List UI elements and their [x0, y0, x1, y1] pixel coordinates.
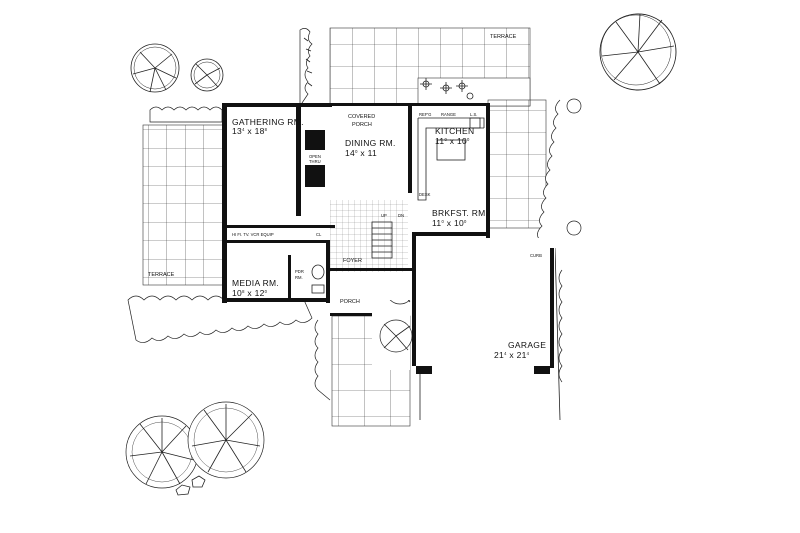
svg-text:HI FI. TV. VCR EQUIP: HI FI. TV. VCR EQUIP: [232, 232, 274, 237]
dining-room-label: DINING RM. 140 x 11: [345, 138, 396, 158]
gathering-room-name: GATHERING RM.: [232, 117, 304, 127]
svg-text:DESK: DESK: [419, 192, 431, 197]
hedge-bottom-left: [127, 295, 331, 401]
gathering-room-size: 134 x 188: [232, 126, 268, 136]
covered-porch-label: COVERED PORCH: [348, 114, 375, 128]
terrace-left-paving: [142, 124, 226, 286]
svg-text:110 x 100: 110 x 100: [432, 218, 467, 228]
svg-text:140 x 11: 140 x 11: [345, 148, 377, 158]
walls: [222, 103, 554, 374]
svg-text:PORCH: PORCH: [340, 299, 360, 305]
svg-text:DINING RM.: DINING RM.: [345, 138, 396, 148]
tree-bottom-left: [125, 415, 199, 489]
powder-room-label: PDR RM.: [295, 269, 304, 280]
tree-top-left-small: [190, 58, 224, 92]
svg-text:RANGE: RANGE: [441, 112, 456, 117]
svg-text:L.S.: L.S.: [470, 112, 477, 117]
terrace-labels: TERRACE TERRACE: [148, 34, 517, 278]
front-walk-paving: [331, 300, 411, 427]
svg-text:TERRACE: TERRACE: [490, 34, 517, 40]
stairs: [371, 221, 393, 259]
foyer-label: FOYER UP DN: [343, 213, 404, 264]
svg-text:214 x 214: 214 x 214: [494, 350, 530, 360]
terrace-top-paving: [329, 27, 531, 107]
hedge-left-top: [149, 106, 223, 123]
svg-text:THRU: THRU: [309, 159, 321, 164]
open-thru-label: OPEN THRU: [309, 154, 321, 164]
svg-text:MEDIA RM.: MEDIA RM.: [232, 278, 279, 288]
rocks: [175, 475, 206, 496]
porch-label: PORCH: [340, 299, 360, 305]
svg-text:PDR: PDR: [295, 269, 304, 274]
tree-top-left-large: [130, 43, 180, 93]
tree-entry-2: [379, 319, 413, 353]
svg-text:KITCHEN: KITCHEN: [435, 126, 474, 136]
garage-label: GARAGE 214 x 214 CURB: [494, 253, 546, 360]
kitchen-label: KITCHEN 110 x 100 REF'G RANGE L.S. DESK: [419, 112, 477, 197]
kitchen-counters: [417, 117, 485, 201]
svg-text:COVERED: COVERED: [348, 114, 375, 120]
foyer-tile: [330, 200, 408, 272]
svg-text:CL: CL: [316, 232, 322, 237]
svg-text:GARAGE: GARAGE: [508, 340, 546, 350]
svg-text:110 x 100: 110 x 100: [435, 136, 470, 146]
svg-text:PORCH: PORCH: [352, 122, 372, 128]
media-room-label: MEDIA RM. 108 x 120 HI FI. TV. VCR EQUIP…: [232, 232, 322, 298]
tree-bottom-center: [187, 401, 265, 479]
hedge-top: [299, 28, 313, 108]
shrub-patio: [420, 78, 474, 100]
breakfast-room-label: BRKFST. RM. 110 x 100: [432, 208, 488, 228]
tree-top-right: [599, 13, 677, 91]
svg-text:DN: DN: [398, 213, 404, 218]
svg-text:UP: UP: [381, 213, 387, 218]
terrace-right-paving: [487, 99, 547, 229]
svg-text:FOYER: FOYER: [343, 258, 362, 264]
powder-room-fixtures: [311, 264, 325, 294]
hedge-right: [537, 98, 582, 383]
svg-text:OPEN: OPEN: [309, 154, 321, 159]
gathering-room-label: GATHERING RM. 134 x 188: [232, 117, 304, 136]
svg-text:BRKFST. RM.: BRKFST. RM.: [432, 208, 488, 218]
svg-text:CURB: CURB: [530, 253, 542, 258]
svg-text:TERRACE: TERRACE: [148, 272, 175, 278]
svg-text:REF'G: REF'G: [419, 112, 431, 117]
svg-text:RM.: RM.: [295, 275, 303, 280]
svg-text:108 x 120: 108 x 120: [232, 288, 268, 298]
